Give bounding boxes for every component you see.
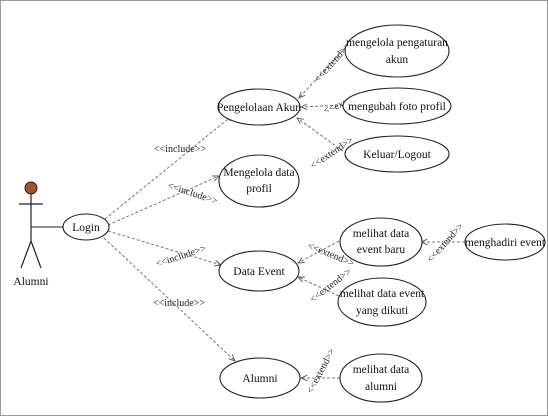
use-case-mengubah-foto-profil: mengubah foto profil <box>342 87 452 125</box>
use-case-login-ellipse <box>62 213 110 241</box>
use-case-pengelolaan-akun-label: Pengelolaan Akun <box>217 102 301 114</box>
use-case-mengelola-data-profil-label-line2: profil <box>246 183 272 195</box>
use-case-mengelola-pengaturan-akun-label-line1: mengelola pengaturan <box>346 37 448 49</box>
include-label-2: <<include>> <box>166 180 219 207</box>
use-case-mengubah-foto-profil-ellipse <box>342 87 452 125</box>
use-case-mengubah-foto-profil-label: mengubah foto profil <box>348 101 446 113</box>
use-case-melihat-data-event-yang-diikuti-label-line2: yang dikuti <box>356 305 408 317</box>
use-case-mengelola-pengaturan-akun: mengelola pengaturan akun <box>344 24 450 78</box>
use-case-melihat-data-alumni: melihat data alumni <box>339 353 423 403</box>
use-case-keluar-logout-label: Keluar/Logout <box>363 149 432 161</box>
use-case-melihat-data-alumni-ellipse <box>339 353 423 403</box>
use-case-login-label: Login <box>72 222 100 234</box>
extend-arrow-event-diikuti <box>298 277 340 297</box>
include-label-4: <<include>> <box>153 298 205 309</box>
use-case-mengelola-pengaturan-akun-ellipse <box>344 24 450 78</box>
actor-label: Alumni <box>13 276 48 288</box>
actor-alumni: Alumni <box>13 181 49 288</box>
actor-head <box>24 181 38 195</box>
extend-label-7: <<extend>> <box>305 346 338 395</box>
use-case-keluar-logout-ellipse <box>344 135 450 173</box>
use-case-data-event-label: Data Event <box>233 266 285 278</box>
use-case-melihat-data-event-baru-label-line2: event baru <box>357 244 405 256</box>
use-case-menghadiri-event-ellipse <box>464 223 546 261</box>
use-case-melihat-data-event-yang-diikuti-ellipse <box>337 277 427 327</box>
use-case-melihat-data-event-yang-diikuti: melihat data event yang dikuti <box>337 277 427 327</box>
use-case-alumni-ellipse <box>219 357 301 399</box>
extend-arrow-logout <box>297 118 348 155</box>
use-case-mengelola-data-profil-label-line1: Mengelola data <box>223 167 294 179</box>
use-case-keluar-logout: Keluar/Logout <box>344 135 450 173</box>
use-case-melihat-data-alumni-label-line2: alumni <box>365 381 397 393</box>
use-case-mengelola-data-profil-ellipse <box>218 154 300 208</box>
use-case-melihat-data-alumni-label-line1: melihat data <box>353 364 410 376</box>
use-case-mengelola-data-profil: Mengelola data profil <box>218 154 300 208</box>
include-arrow-pengelolaan-akun <box>104 115 233 220</box>
use-case-menghadiri-event-label: menghadiri event <box>465 237 546 249</box>
use-case-alumni-label: Alumni <box>242 373 277 385</box>
use-case-pengelolaan-akun: Pengelolaan Akun <box>217 88 301 126</box>
use-case-menghadiri-event: menghadiri event <box>464 223 546 261</box>
include-relations: <<include>> <<include>> <<include>> <<in… <box>103 115 235 361</box>
extend-arrow-event-baru <box>298 240 340 263</box>
use-case-login: Login <box>62 213 110 241</box>
extend-arrow-pengaturan-akun <box>299 46 347 98</box>
use-case-melihat-data-event-baru-label-line1: melihat data <box>353 228 410 240</box>
use-case-melihat-data-event-baru-ellipse <box>339 217 423 267</box>
extend-label-5: <<extend>> <box>425 221 466 265</box>
include-arrow-mengelola-data-profil <box>107 176 219 226</box>
use-case-alumni: Alumni <box>219 357 301 399</box>
use-case-melihat-data-event-yang-diikuti-label-line1: melihat data event <box>340 288 425 300</box>
actor-right-leg <box>30 240 42 269</box>
extend-arrow-foto-profil <box>301 105 344 107</box>
use-case-data-event: Data Event <box>218 250 300 292</box>
actor-left-leg <box>20 240 32 269</box>
use-case-pengelolaan-akun-ellipse <box>217 88 301 126</box>
include-label-1: <<include>> <box>154 144 206 155</box>
use-case-data-event-ellipse <box>218 250 300 292</box>
use-case-melihat-data-event-baru: melihat data event baru <box>339 217 423 267</box>
use-case-mengelola-pengaturan-akun-label-line2: akun <box>386 54 409 66</box>
